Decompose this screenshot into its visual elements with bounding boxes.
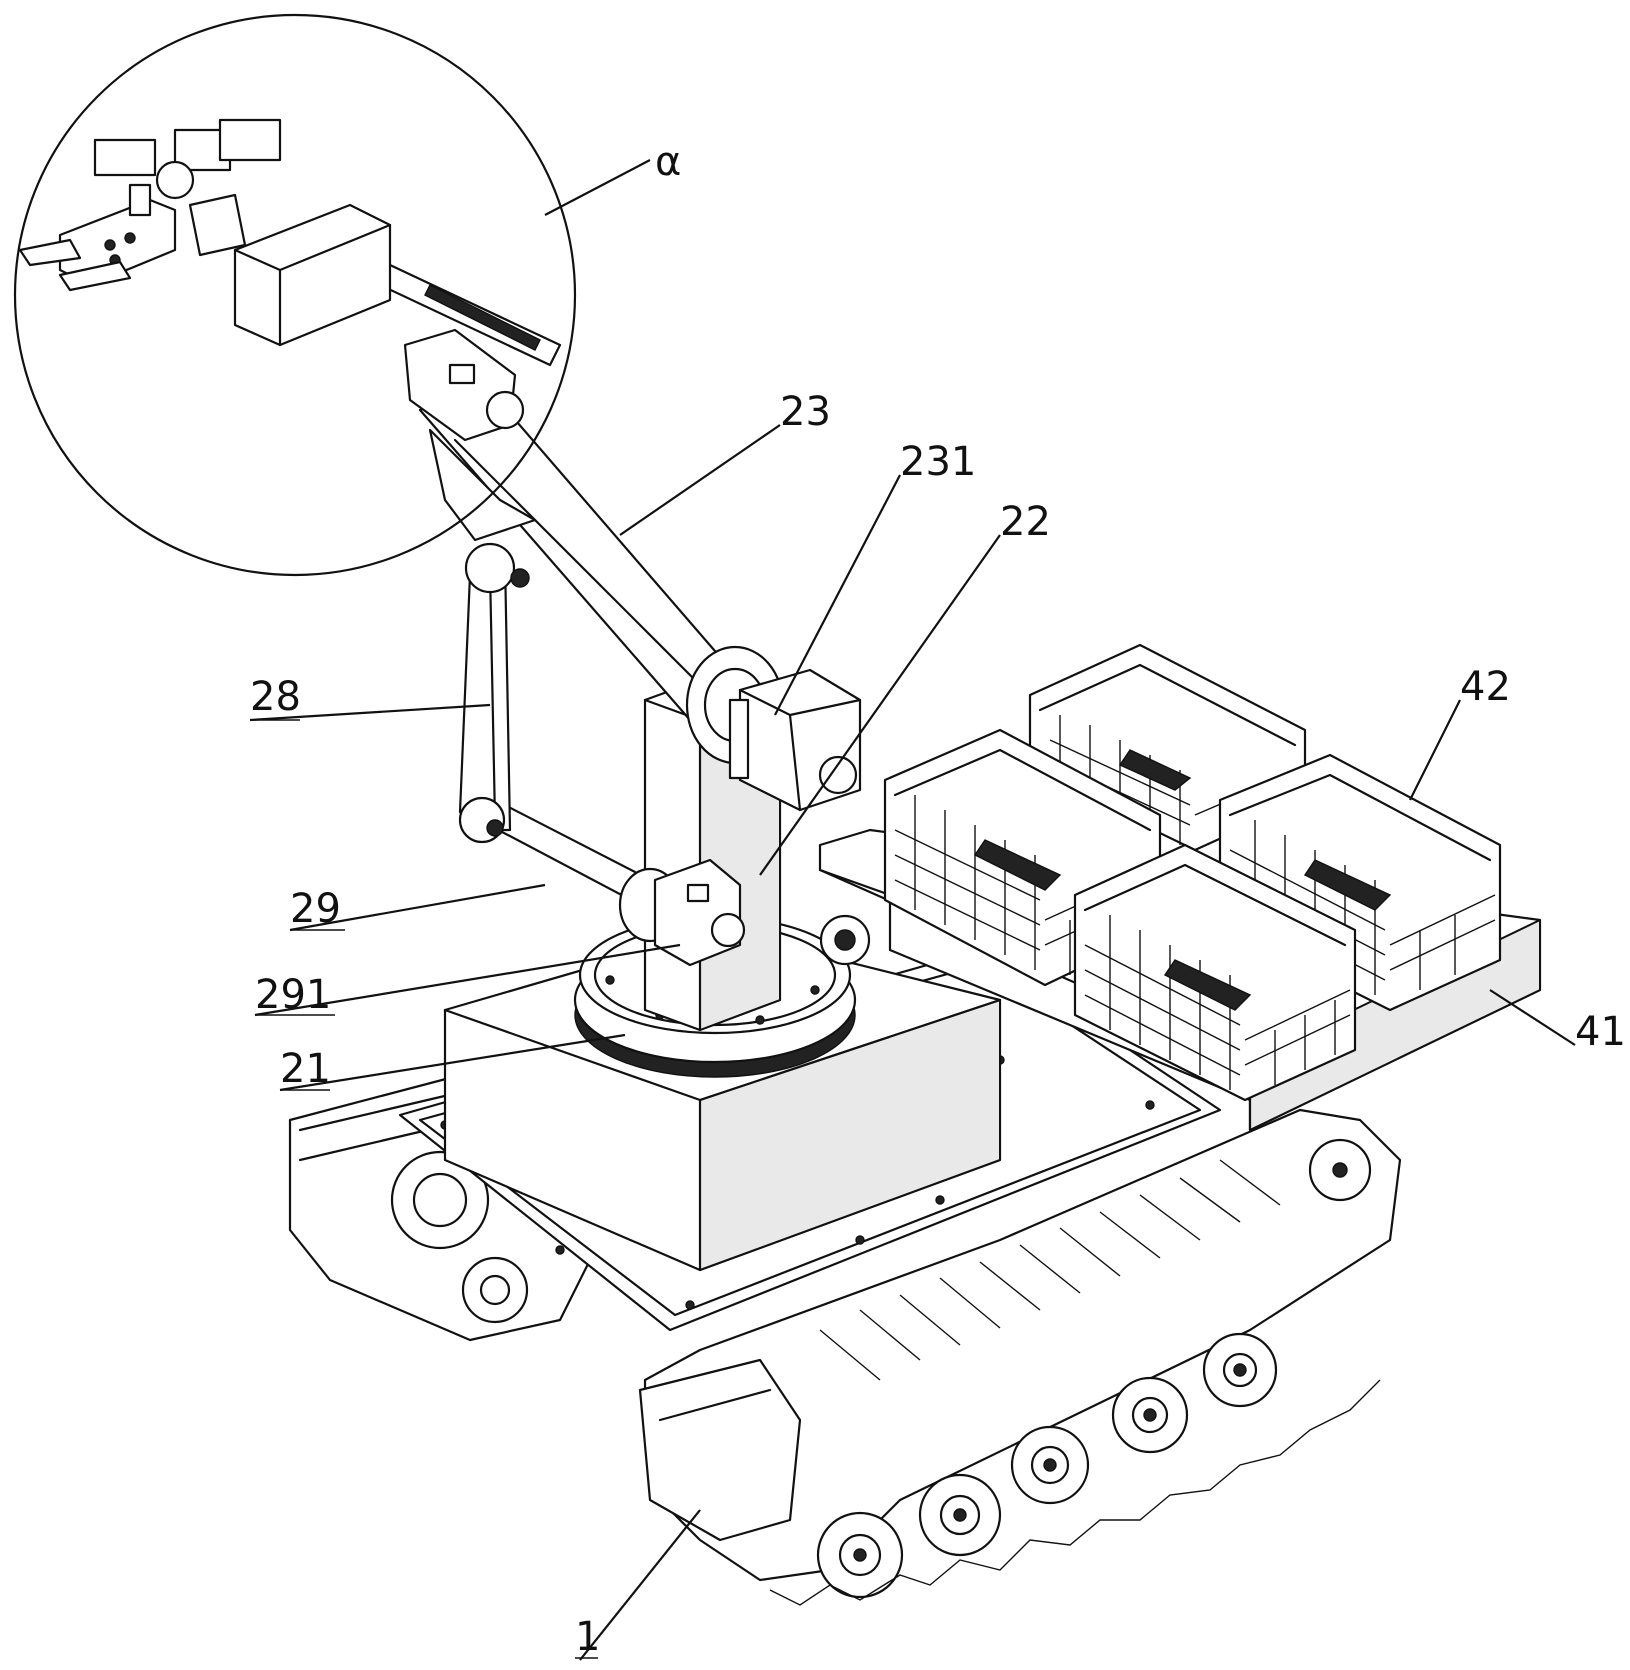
label-42: 42 xyxy=(1460,664,1511,710)
label-28: 28 xyxy=(250,674,301,720)
gripper-end-effector xyxy=(13,13,577,577)
track-treads xyxy=(819,1159,1281,1381)
road-wheels xyxy=(816,1332,1278,1599)
label-alpha: α xyxy=(655,139,681,185)
label-29: 29 xyxy=(290,886,341,932)
crate-baskets xyxy=(883,643,1502,1102)
label-1: 1 xyxy=(575,1614,600,1660)
crate-front xyxy=(1073,843,1357,1102)
lower-servo xyxy=(618,858,746,967)
label-41: 41 xyxy=(1575,1009,1626,1055)
label-291: 291 xyxy=(255,972,331,1018)
label-21: 21 xyxy=(280,1046,331,1092)
reference-labels: α 23 231 22 28 42 29 291 21 41 1 xyxy=(250,139,1626,1660)
label-231: 231 xyxy=(900,439,976,485)
leader-lines xyxy=(249,159,1576,1661)
label-23: 23 xyxy=(780,389,831,435)
linkage-rod xyxy=(458,542,530,844)
label-22: 22 xyxy=(1000,499,1051,545)
